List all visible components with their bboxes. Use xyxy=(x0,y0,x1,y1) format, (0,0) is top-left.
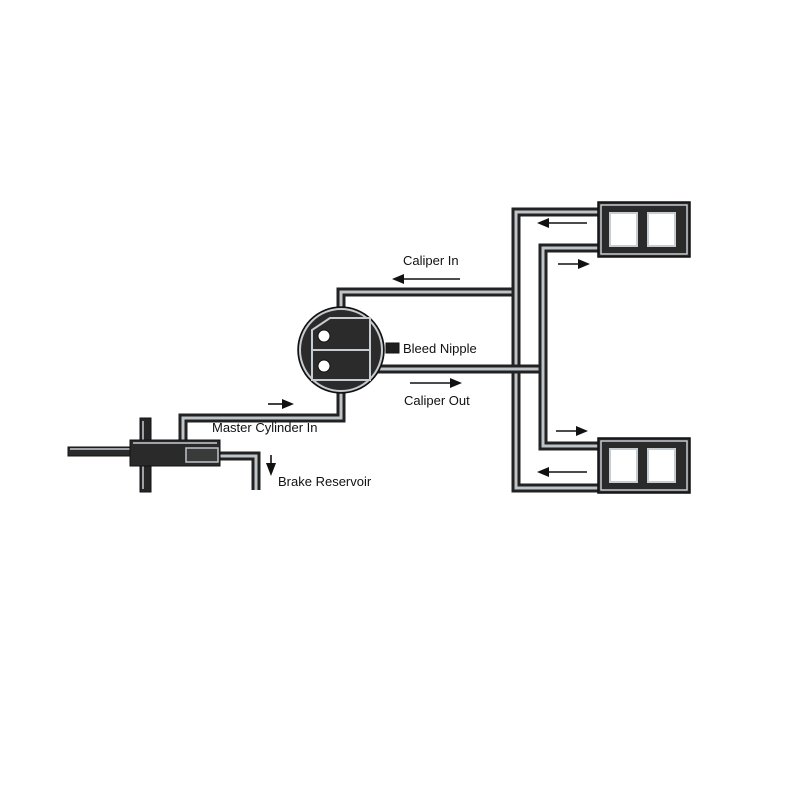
bleed-nipple-label: Bleed Nipple xyxy=(403,341,477,356)
master-cylinder-in-pipe xyxy=(178,388,346,440)
arrow-caliper-bottom-out xyxy=(556,426,588,436)
arrow-brake-reservoir xyxy=(266,455,276,476)
caliper-top xyxy=(597,201,691,258)
arrow-master-cylinder-in xyxy=(268,399,294,409)
caliper-in-label: Caliper In xyxy=(403,253,459,268)
arrow-caliper-bottom-in xyxy=(537,467,587,477)
caliper-out-pipe xyxy=(372,243,598,451)
proportioning-valve xyxy=(297,306,385,394)
brake-reservoir-pipe xyxy=(218,451,261,490)
arrow-caliper-top-out xyxy=(558,259,590,269)
arrow-caliper-top-in xyxy=(537,218,587,228)
master-cylinder xyxy=(67,417,221,493)
bleed-nipple xyxy=(385,342,400,354)
caliper-out-label: Caliper Out xyxy=(404,393,470,408)
caliper-bottom xyxy=(597,437,691,494)
caliper-in-pipe xyxy=(336,207,598,493)
arrow-caliper-in xyxy=(392,274,460,284)
arrow-caliper-out xyxy=(410,378,462,388)
brake-reservoir-label: Brake Reservoir xyxy=(278,474,372,489)
master-cylinder-in-label: Master Cylinder In xyxy=(212,420,317,435)
